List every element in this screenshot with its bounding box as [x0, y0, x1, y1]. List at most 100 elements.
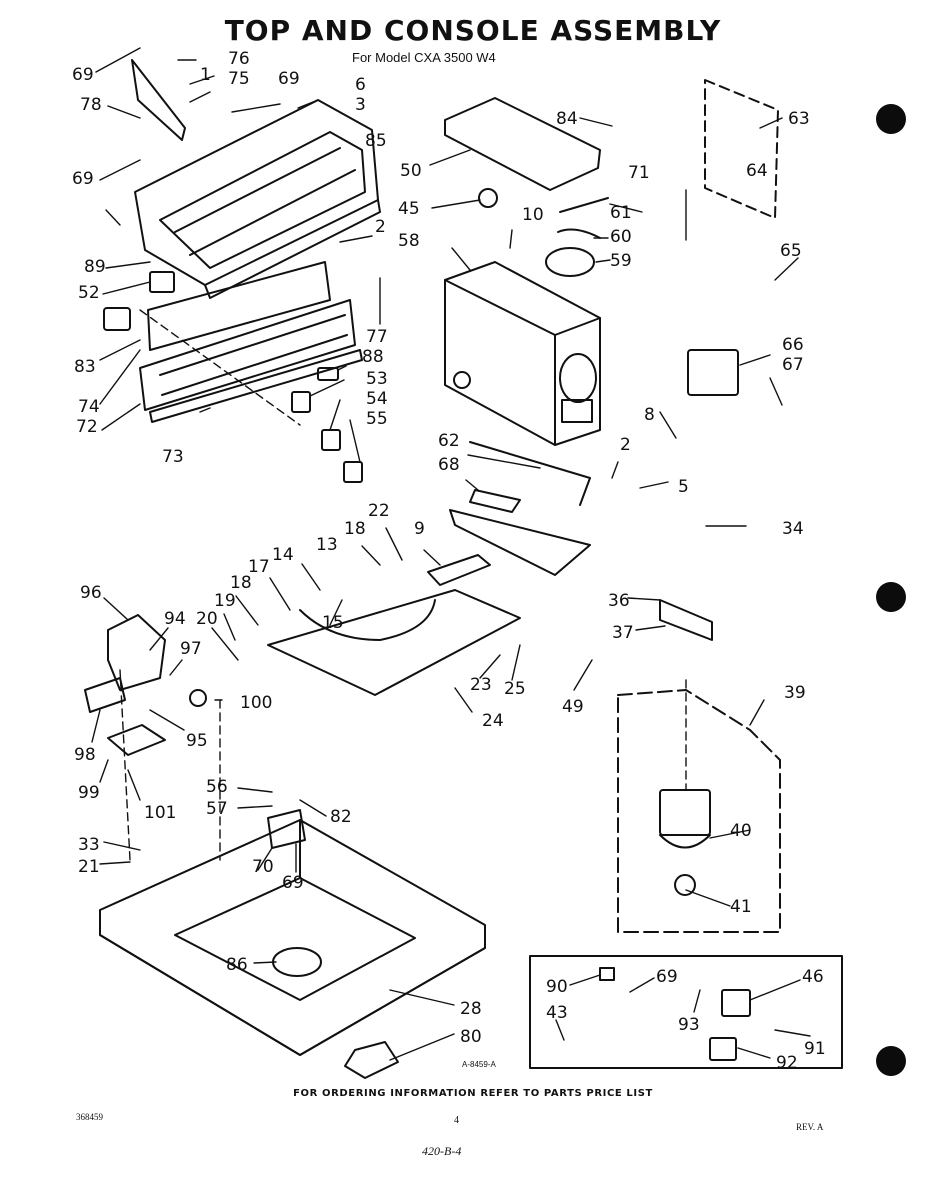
part-label: 69 — [656, 967, 678, 987]
cabinet-box — [444, 261, 601, 446]
base-plate — [449, 509, 591, 576]
handwritten-note: 420-B-4 — [422, 1144, 462, 1158]
part-label: 3 — [355, 95, 366, 115]
part-label: 18 — [230, 573, 252, 593]
part-label: 54 — [366, 389, 388, 409]
rod-61 — [559, 197, 609, 213]
part-label: 100 — [240, 693, 272, 713]
dashed-leader-lock — [119, 669, 221, 861]
part-label: 69 — [278, 69, 300, 89]
binder-hole-top — [876, 104, 906, 134]
part-label: 68 — [438, 455, 460, 475]
part-label: 97 — [180, 639, 202, 659]
part-label: 98 — [74, 745, 96, 765]
part-label: 13 — [316, 535, 338, 555]
part-label: 58 — [398, 231, 420, 251]
bracket-37 — [659, 599, 713, 641]
part-label: 28 — [460, 999, 482, 1019]
part-label: 84 — [556, 109, 578, 129]
part-label: 36 — [608, 591, 630, 611]
part-label: 2 — [620, 435, 631, 455]
part-label: 90 — [546, 977, 568, 997]
motor-assembly — [617, 689, 781, 933]
part-label: 61 — [610, 203, 632, 223]
part-label: 25 — [504, 679, 526, 699]
part-label: 41 — [730, 897, 752, 917]
part-label: 6 — [355, 75, 366, 95]
part-label: 69 — [72, 65, 94, 85]
dashed-leader-console — [139, 309, 301, 426]
part-label: 69 — [282, 873, 304, 893]
part-label: 93 — [678, 1015, 700, 1035]
spring-60 — [557, 228, 601, 239]
kit-part-90 — [599, 967, 615, 981]
service-kit-box — [529, 955, 843, 1069]
pad-9 — [427, 554, 491, 586]
part-label: 46 — [802, 967, 824, 987]
part-label: 17 — [248, 557, 270, 577]
part-label: 70 — [252, 857, 274, 877]
door-lock-assembly — [84, 614, 207, 756]
gasket-62 — [469, 441, 591, 506]
part-label: 5 — [678, 477, 689, 497]
part-label: 39 — [784, 683, 806, 703]
part-label: 21 — [78, 857, 100, 877]
timer-switch — [103, 307, 131, 331]
part-label: 62 — [438, 431, 460, 451]
push-switch-55 — [343, 461, 363, 483]
part-label: 59 — [610, 251, 632, 271]
mounting-plate — [267, 589, 521, 696]
lid — [444, 97, 601, 191]
part-label: 55 — [366, 409, 388, 429]
part-label: 50 — [400, 161, 422, 181]
part-label: 14 — [272, 545, 294, 565]
part-label: 43 — [546, 1003, 568, 1023]
part-label: 95 — [186, 731, 208, 751]
part-number-labels: 69 76 1 75 69 6 3 78 85 69 2 89 52 83 74… — [72, 49, 826, 1073]
push-switch-54 — [321, 429, 341, 451]
part-label: 8 — [644, 405, 655, 425]
part-label: 34 — [782, 519, 804, 539]
bleach-dispenser — [344, 1041, 399, 1079]
part-label: 101 — [144, 803, 176, 823]
plug-45 — [478, 188, 498, 208]
part-label: 86 — [226, 955, 248, 975]
part-label: 78 — [80, 95, 102, 115]
part-label: 40 — [730, 821, 752, 841]
part-label: 49 — [562, 697, 584, 717]
part-label: 10 — [522, 205, 544, 225]
document-number: 368459 — [76, 1112, 103, 1122]
part-label: 65 — [780, 241, 802, 261]
part-label: 76 — [228, 49, 250, 69]
part-label: 74 — [78, 397, 100, 417]
timer-66 — [687, 349, 739, 396]
hinge-bracket — [267, 809, 306, 849]
part-label: 91 — [804, 1039, 826, 1059]
part-label: 45 — [398, 199, 420, 219]
part-label: 80 — [460, 1027, 482, 1047]
part-label: 23 — [470, 675, 492, 695]
part-label: 88 — [362, 347, 384, 367]
binder-hole-bottom — [876, 1046, 906, 1076]
part-label: 18 — [344, 519, 366, 539]
part-label: 15 — [322, 613, 344, 633]
part-label: 37 — [612, 623, 634, 643]
part-label: 1 — [200, 65, 211, 85]
ordering-note: FOR ORDERING INFORMATION REFER TO PARTS … — [293, 1088, 653, 1099]
page-number: 4 — [454, 1115, 459, 1126]
illustration-code: A-8459-A — [462, 1060, 496, 1069]
side-bracket — [131, 59, 186, 141]
part-label: 94 — [164, 609, 186, 629]
washer-top — [99, 819, 486, 1056]
part-label: 71 — [628, 163, 650, 183]
part-label: 75 — [228, 69, 250, 89]
part-label: 60 — [610, 227, 632, 247]
part-label: 77 — [366, 327, 388, 347]
part-label: 19 — [214, 591, 236, 611]
part-label: 66 — [782, 335, 804, 355]
leader-lines — [91, 47, 811, 1061]
part-label: 92 — [776, 1053, 798, 1073]
part-label: 2 — [375, 217, 386, 237]
part-label: 20 — [196, 609, 218, 629]
